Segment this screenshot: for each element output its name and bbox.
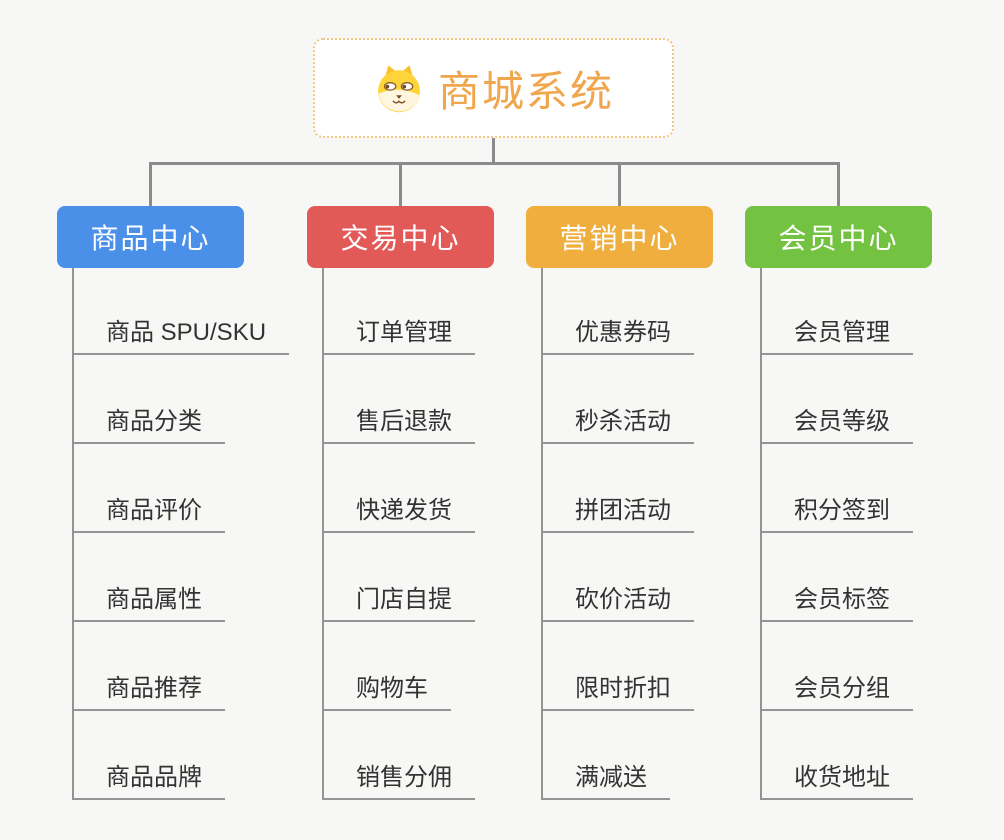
- leaf-node[interactable]: 限时折扣: [541, 667, 694, 711]
- branch-node-trade-center[interactable]: 交易中心: [307, 206, 494, 268]
- leaf-node[interactable]: 商品属性: [72, 578, 225, 622]
- leaf-node[interactable]: 积分签到: [760, 489, 913, 533]
- connector-branch-drop: [618, 162, 621, 208]
- leaf-node[interactable]: 订单管理: [322, 311, 475, 355]
- connector-branch-drop: [399, 162, 402, 208]
- leaf-node[interactable]: 商品推荐: [72, 667, 225, 711]
- branch-label: 会员中心: [778, 223, 899, 254]
- leaf-node[interactable]: 收货地址: [760, 756, 913, 800]
- leaf-node[interactable]: 销售分佣: [322, 756, 475, 800]
- connector-branch-drop: [149, 162, 152, 208]
- branch-node-product-center[interactable]: 商品中心: [57, 206, 244, 268]
- connector-root-stem: [492, 138, 495, 165]
- leaf-node[interactable]: 会员分组: [760, 667, 913, 711]
- branch-label: 交易中心: [340, 223, 461, 254]
- leaf-node[interactable]: 售后退款: [322, 400, 475, 444]
- root-node[interactable]: 商城系统: [313, 38, 674, 138]
- connector-bus-line: [149, 162, 840, 165]
- branch-label: 营销中心: [559, 223, 680, 254]
- leaf-node[interactable]: 商品分类: [72, 400, 225, 444]
- connector-branch-drop: [837, 162, 840, 208]
- leaf-node[interactable]: 门店自提: [322, 578, 475, 622]
- leaf-node[interactable]: 砍价活动: [541, 578, 694, 622]
- dog-face-icon: [373, 63, 425, 113]
- branch-spine-line: [322, 268, 324, 800]
- leaf-node[interactable]: 商品品牌: [72, 756, 225, 800]
- branch-spine-line: [72, 268, 74, 800]
- leaf-node[interactable]: 购物车: [322, 667, 451, 711]
- branch-node-member-center[interactable]: 会员中心: [745, 206, 932, 268]
- leaf-node[interactable]: 满减送: [541, 756, 670, 800]
- branch-node-marketing-center[interactable]: 营销中心: [526, 206, 713, 268]
- leaf-node[interactable]: 快递发货: [322, 489, 475, 533]
- leaf-node[interactable]: 秒杀活动: [541, 400, 694, 444]
- leaf-node[interactable]: 会员等级: [760, 400, 913, 444]
- leaf-node[interactable]: 商品评价: [72, 489, 225, 533]
- branch-label: 商品中心: [90, 223, 211, 254]
- leaf-node[interactable]: 优惠券码: [541, 311, 694, 355]
- branch-spine-line: [541, 268, 543, 800]
- root-title: 商城系统: [437, 67, 614, 115]
- leaf-node[interactable]: 会员管理: [760, 311, 913, 355]
- leaf-node[interactable]: 拼团活动: [541, 489, 694, 533]
- leaf-node[interactable]: 会员标签: [760, 578, 913, 622]
- leaf-node[interactable]: 商品 SPU/SKU: [72, 311, 290, 355]
- branch-spine-line: [760, 268, 762, 800]
